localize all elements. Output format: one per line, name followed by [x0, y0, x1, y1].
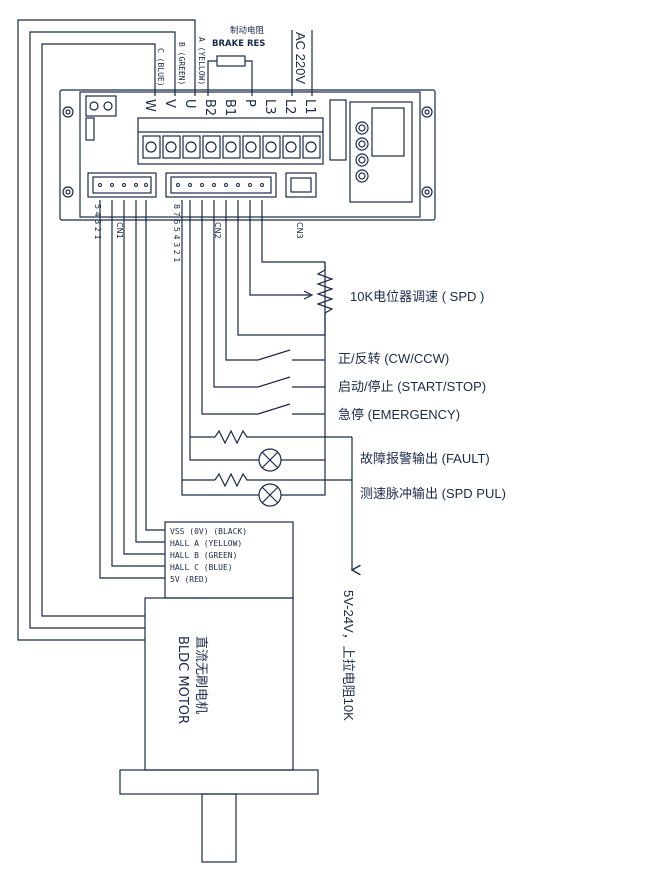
driver-unit [59, 89, 436, 221]
spd-label: 10K电位器调速 ( SPD ) [350, 289, 484, 304]
fault-label: 故障报警输出 (FAULT) [360, 451, 490, 466]
terminal-l3: L3 [262, 99, 277, 115]
phase-a-label: A (YELLOW) [197, 37, 206, 85]
start-stop-label: 启动/停止 (START/STOP) [338, 379, 486, 394]
motor-en: BLDC MOTOR [175, 636, 190, 724]
hall-c: HALL C (BLUE) [170, 563, 233, 572]
phase-c-label: C (BLUE) [156, 48, 165, 87]
terminal-p: P [242, 99, 257, 107]
hall-a: HALL A (YELLOW) [170, 539, 242, 548]
cn2-wiring [181, 200, 361, 576]
hall-b: HALL B (GREEN) [170, 551, 237, 560]
brake-resistor [207, 55, 253, 96]
terminal-l2: L2 [282, 99, 297, 115]
hall-wiring [99, 200, 294, 599]
motor-cn: 直流无刷电机 [193, 636, 208, 714]
phase-b-label: B (GREEN) [177, 42, 186, 85]
bldc-motor [119, 597, 319, 863]
hall-vss: VSS (0V) (BLACK) [170, 527, 247, 536]
terminal-w: W [142, 99, 157, 112]
phase-wires [17, 19, 196, 641]
cn1-label: CN1 [115, 222, 124, 239]
brake-res-en: BRAKE RES [212, 39, 265, 49]
cn3-label: CN3 [295, 222, 304, 239]
terminal-v: V [162, 99, 177, 108]
connector-pins [98, 183, 264, 187]
cw-ccw-label: 正/反转 (CW/CCW) [338, 351, 449, 366]
ac-wires [291, 30, 313, 96]
terminal-u: U [182, 99, 197, 109]
emergency-label: 急停 (EMERGENCY) [338, 407, 460, 422]
cn2-pin-numbers: 8 7 6 5 4 3 2 1 [172, 204, 181, 263]
pullup-label: 5V-24V，上拉电阻10K [341, 590, 356, 721]
terminal-screws [142, 135, 321, 159]
terminal-l1: L1 [302, 99, 317, 115]
cn1-pin-numbers: 5 4 3 2 1 [93, 204, 102, 240]
brake-res-cn: 制动电阻 [230, 25, 265, 36]
terminal-b1: B1 [222, 99, 237, 116]
cn2-label: CN2 [213, 222, 222, 239]
terminal-b2: B2 [202, 99, 217, 116]
hall-5v: 5V (RED) [170, 575, 209, 584]
ac-220v-label: AC 220V [293, 32, 308, 84]
spd-pul-label: 测速脉冲输出 (SPD PUL) [360, 486, 506, 501]
